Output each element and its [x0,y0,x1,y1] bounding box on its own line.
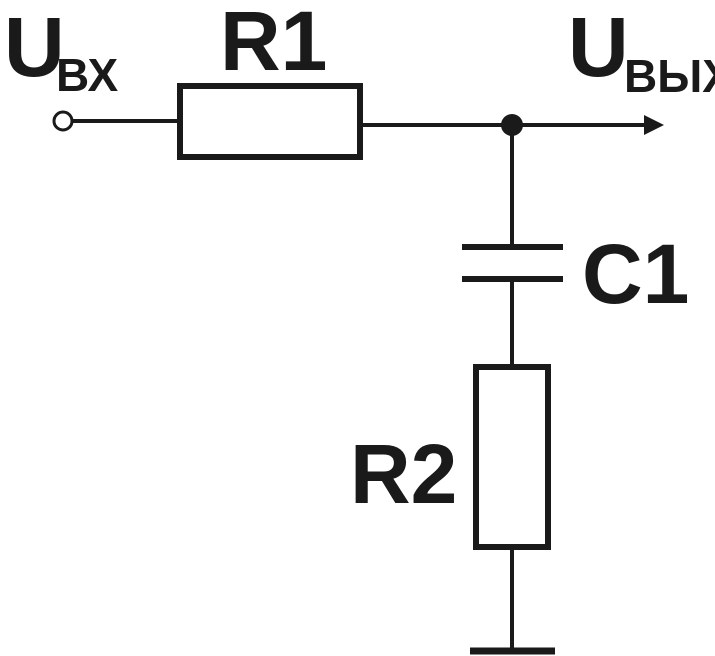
resistor-r1 [177,83,363,160]
r1-label: R1 [220,0,327,88]
input-voltage-subscript: ВХ [56,49,118,101]
c1-label: C1 [582,227,689,321]
resistor-r2 [473,364,551,550]
r2-label: R2 [350,427,457,521]
output-voltage-label: U [568,0,629,94]
output-arrow-icon [644,115,664,135]
input-voltage-label: U [4,0,65,94]
input-terminal [52,110,74,132]
output-voltage-subscript: ВЫХ [624,50,715,102]
